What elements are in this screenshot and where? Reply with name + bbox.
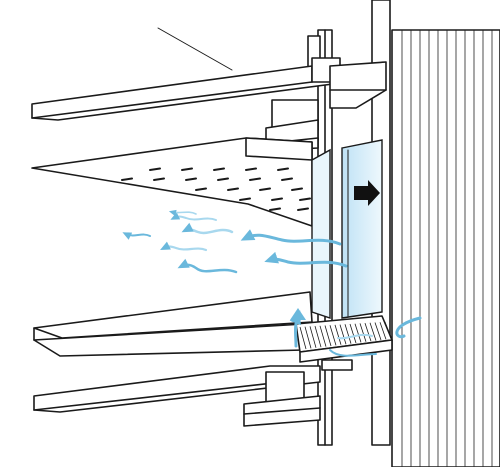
ceiling-perforation [185,177,197,181]
ceiling-slab-perforated [31,137,313,227]
grille-slot [334,324,342,345]
grille-slot [369,322,377,341]
grille-slot [384,321,392,339]
ceiling-perforation [259,187,271,191]
ceiling-perforation [269,207,281,211]
airflow-wisp [160,241,208,252]
grille-slot [339,324,347,345]
grille-slot [304,326,312,349]
ceiling-slab-top [31,57,387,121]
inner-glazing [311,148,331,319]
grille-slot [364,322,372,342]
floor-slab [33,291,313,357]
grille-slot [379,322,387,340]
airflow-streams [122,209,348,274]
airflow-wisp [168,209,197,217]
airflow-wisp [177,258,238,274]
lower-beam-bracket [243,371,321,427]
airflow-wisp [181,222,234,235]
ceiling-perforation [239,197,251,201]
grille-slot [354,323,362,343]
ceiling-perforation [217,177,229,181]
ceiling-perforation [299,197,311,201]
ceiling-perforation [245,167,257,171]
grille-slot [299,326,307,350]
intake-grille [295,315,393,371]
ceiling-perforation [153,177,165,181]
lower-slab [33,365,321,413]
grille-slot [324,325,332,347]
airflow-up-arrow-icon [290,308,306,320]
ceiling-perforation [297,207,309,211]
ceiling-perforation [121,177,133,181]
ceiling-perforation [281,177,293,181]
grille-slot [319,325,327,347]
ceiling-perforation [277,167,289,171]
grille-slot [314,325,322,348]
ceiling-perforation [195,187,207,191]
arrow-right-icon [354,180,380,206]
grille-slot [329,325,337,346]
leader-line [157,27,233,71]
ceiling-perforation [249,177,261,181]
ceiling-perforation [291,187,303,191]
grille-slot [374,322,382,341]
grille-slot [349,323,357,344]
grille-slot [344,324,352,344]
ceiling-perforation [213,167,225,171]
ceiling-perforation [227,187,239,191]
grille-slot [309,326,317,348]
facade-cladding [391,29,500,467]
airflow-wisp [122,232,151,240]
airflow-wisp [240,229,342,246]
ceiling-perforation [149,167,161,171]
outer-glass-pane [341,139,383,319]
airflow-wisp [170,212,217,221]
ceiling-perforation [271,197,283,201]
ceiling-perforation [181,167,193,171]
grille-slot [359,323,367,342]
airflow-wisp [264,251,348,268]
